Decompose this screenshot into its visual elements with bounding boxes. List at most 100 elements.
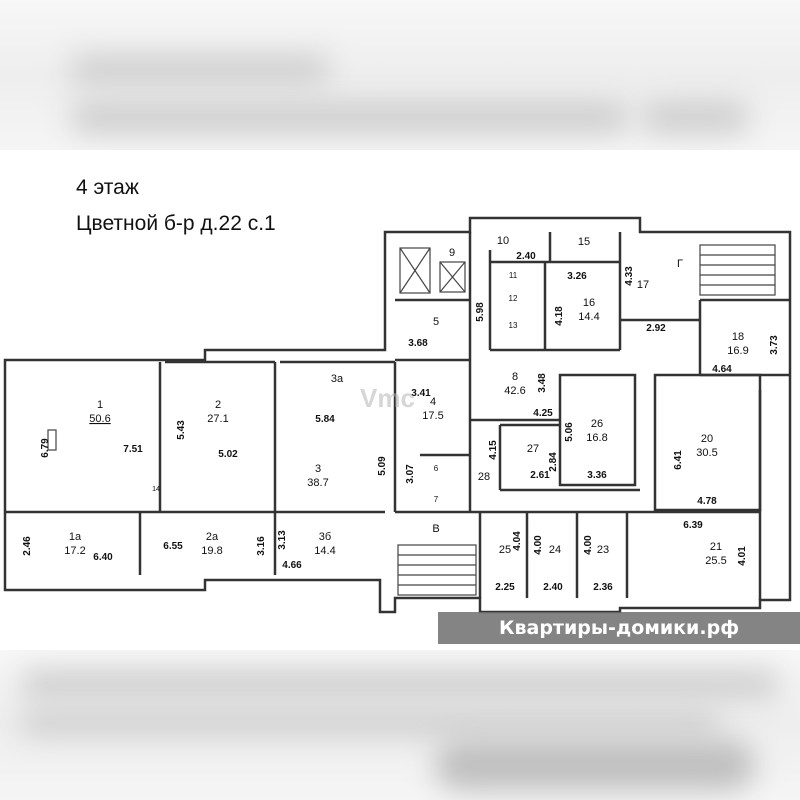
room-label: 23: [597, 544, 609, 556]
room-label: 16: [583, 297, 595, 309]
dimension-label: 4.00: [533, 535, 544, 555]
room-label: 3: [315, 463, 321, 475]
room-label: Г: [677, 258, 683, 270]
dimension-label: 2.92: [646, 323, 666, 334]
room-label: 10: [497, 235, 509, 247]
dimension-label: 5.98: [475, 302, 486, 322]
dimension-label: 4.25: [533, 408, 553, 419]
dimension-label: 2.40: [543, 582, 563, 593]
room-label: 12: [509, 294, 518, 303]
room-label: 8: [512, 371, 518, 383]
stair-v: [397, 544, 477, 596]
room-label: 17: [637, 279, 649, 291]
room-label: 18: [732, 331, 744, 343]
room-area: 19.8: [201, 545, 222, 557]
dimension-label: 2.40: [516, 251, 536, 262]
room-label: В: [432, 523, 439, 535]
dimension-label: 3.73: [769, 335, 780, 355]
dimension-label: 4.01: [737, 546, 748, 566]
dimension-label: 4.64: [712, 364, 732, 375]
room-area: 14.4: [578, 311, 599, 323]
dimension-label: 2.25: [495, 582, 515, 593]
dimension-label: 6.55: [163, 541, 183, 552]
room-label: 13: [509, 321, 518, 330]
room-area: 17.2: [64, 545, 85, 557]
room-label: 3б: [319, 531, 331, 543]
dimension-label: 4.15: [488, 440, 499, 460]
dimension-label: 6.41: [673, 450, 684, 470]
dimension-label: 5.02: [218, 449, 238, 460]
site-watermark: Квартиры-домики.рф: [438, 612, 800, 644]
dimension-label: 5.09: [377, 456, 388, 476]
dimension-label: 5.84: [315, 414, 335, 425]
room-label: 20: [701, 433, 713, 445]
room-label: 5: [433, 316, 439, 328]
dimension-label: 4.66: [282, 560, 302, 571]
dimension-label: 3.68: [408, 338, 428, 349]
dimension-label: 6.39: [683, 520, 703, 531]
dimension-label: 6.40: [93, 552, 113, 563]
room-26-walls: [558, 373, 637, 487]
dimension-label: 3.13: [277, 530, 288, 550]
room-label: 15: [578, 236, 590, 248]
dimension-label: 4.18: [554, 306, 565, 326]
room-area: 14.4: [314, 545, 335, 557]
dimension-label: 3.36: [587, 470, 607, 481]
blurred-button-blob: [435, 740, 755, 790]
blurred-text-blob: [20, 670, 780, 700]
dimension-label: 4.33: [624, 266, 635, 286]
dimension-label: 4.78: [697, 496, 717, 507]
lift-cross: [399, 247, 431, 294]
dimension-label: 5.43: [176, 420, 187, 440]
room-label: 28: [478, 471, 490, 483]
dimension-label: 3.26: [567, 271, 587, 282]
blurred-text-blob: [70, 100, 630, 134]
dimension-label: 7.51: [123, 444, 143, 455]
room-label: 11: [509, 271, 518, 280]
column: [47, 429, 57, 451]
blurred-text-blob: [640, 100, 750, 134]
lift-shaft: [399, 247, 431, 294]
center-watermark: Vmc: [360, 383, 415, 413]
room-label: 21: [710, 541, 722, 553]
room-area: 42.6: [504, 385, 525, 397]
dimension-label: 2.46: [22, 536, 33, 556]
room-area: 50.6: [89, 413, 110, 425]
address-title: Цветной б-р д.22 с.1: [76, 212, 276, 235]
room-area: 16.9: [727, 345, 748, 357]
dimension-label: 3.07: [405, 464, 416, 484]
dimension-label: 4.04: [512, 531, 523, 551]
room-label: 27: [527, 443, 539, 455]
bottom-blurred-band: [0, 650, 800, 800]
lift-shaft: [439, 261, 466, 293]
building-outline: [3, 216, 792, 614]
room-label: 14: [152, 486, 160, 493]
lift-cross: [439, 261, 466, 293]
room-label: 1: [97, 399, 103, 411]
dimension-label: 5.06: [564, 422, 575, 442]
floor-title: 4 этаж: [76, 176, 139, 199]
room-area: 17.5: [422, 410, 443, 422]
room-label: 4: [430, 396, 436, 408]
room-label: 3a: [331, 373, 344, 385]
room-label: 2a: [206, 531, 219, 543]
room-area: 16.8: [586, 432, 607, 444]
dimension-label: 3.16: [256, 536, 267, 556]
room-label: 2: [215, 399, 221, 411]
room-label: 25: [499, 544, 511, 556]
room-label: 7: [434, 495, 439, 504]
room-area: 27.1: [207, 413, 228, 425]
top-blurred-band: [0, 0, 800, 150]
dimension-label: 2.61: [530, 470, 550, 481]
dimension-label: 6.79: [40, 438, 51, 458]
dimension-label: 4.00: [583, 535, 594, 555]
blurred-text-blob: [70, 55, 330, 85]
room-label: 6: [434, 464, 439, 473]
room-area: 30.5: [696, 447, 717, 459]
room-label: 9: [449, 247, 455, 259]
dimension-label: 3.41: [411, 388, 431, 399]
room-label: 26: [591, 418, 603, 430]
room-label: 24: [549, 544, 561, 556]
blurred-text-blob: [20, 710, 720, 736]
